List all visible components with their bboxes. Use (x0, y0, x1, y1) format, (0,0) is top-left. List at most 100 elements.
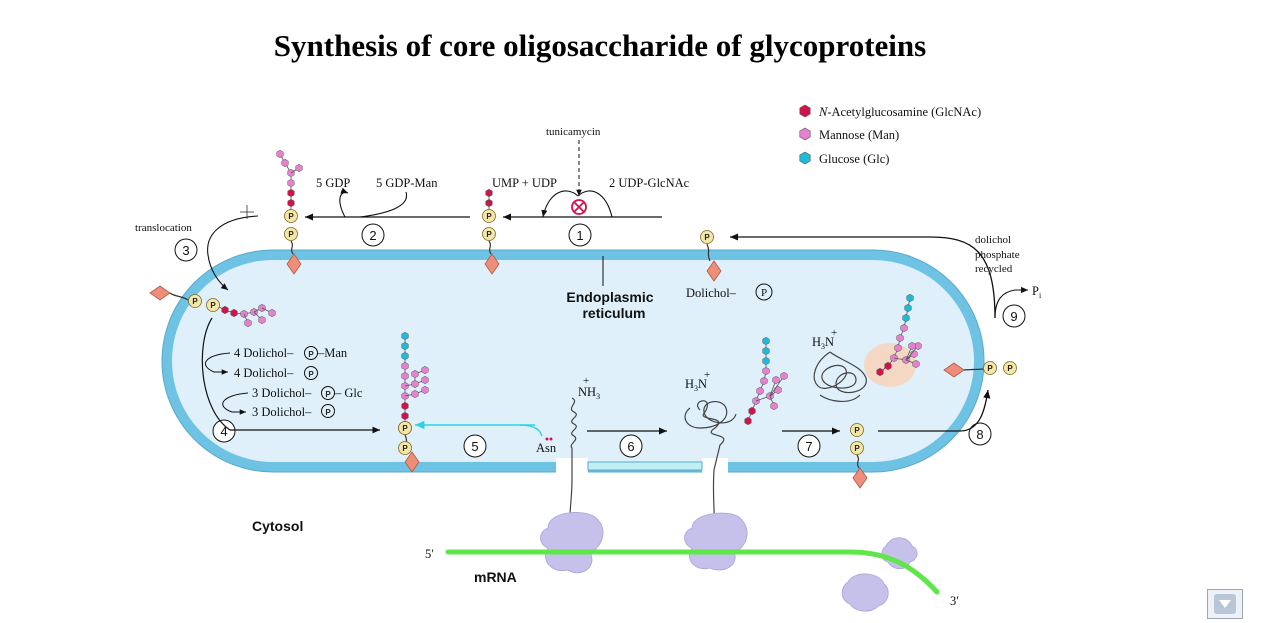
flip-marker-icon (240, 205, 254, 219)
dolichol-released-phosphate-2 (850, 441, 864, 455)
nascent-chain-1 (568, 397, 577, 541)
legend-label-mannose: Mannose (Man) (819, 128, 899, 142)
glucose-hexagon-icon (799, 151, 811, 165)
svg-text:N-Acetylglucosamine (GlcNAc): N-Acetylglucosamine (GlcNAc) (818, 105, 981, 119)
released-phosphate-2-label: P (1007, 364, 1013, 373)
glucose-unit (401, 331, 409, 341)
svg-text:H3N: H3N (812, 335, 834, 351)
mannose-unit (894, 343, 902, 353)
flipped-phosphate-2 (206, 298, 220, 312)
glucose-unit (762, 336, 770, 346)
step4-reactions: 4 Dolichol– P –Man 4 Dolichol– P 3 Dolic… (201, 317, 380, 434)
mannose-unit (910, 349, 918, 359)
mrna-strand (445, 549, 940, 595)
svg-text:H3N: H3N (685, 377, 707, 393)
ump-udp-label: UMP + UDP (492, 176, 557, 190)
dol-man-p2 (304, 366, 318, 380)
legend-item-glucose: Glucose (Glc) (799, 151, 889, 166)
glucose-unit (904, 303, 912, 313)
svg-text:4: 4 (220, 424, 227, 439)
mannose-unit (774, 385, 782, 395)
step-3-marker: 3 (174, 238, 198, 262)
legend-italic-n: N (818, 105, 828, 119)
cytosolic-reactions: tunicamycin UMP + UDP 2 UDP-GlcNAc 5 GDP… (135, 126, 1042, 319)
svg-text:+: + (583, 375, 589, 387)
mannose-unit (896, 333, 904, 343)
svg-text:P: P (308, 350, 314, 359)
released-tail (963, 368, 984, 371)
recycle-arrow (730, 233, 996, 319)
glcnac-unit (401, 411, 409, 421)
ribosome-2 (684, 512, 748, 571)
asn-label: Asn (536, 441, 557, 455)
page-title: Synthesis of core oligosaccharide of gly… (273, 28, 927, 63)
dolichol-released-phosphate-2-label: P (854, 444, 860, 453)
glcnac-unit (876, 367, 884, 377)
step-4-marker: 4 (212, 419, 236, 443)
mannose-unit (258, 315, 266, 325)
glcnac-unit (287, 188, 295, 198)
step-9-marker: 9 (1002, 304, 1026, 328)
step-1-marker: 1 (568, 223, 592, 247)
tunicamycin-label: tunicamycin (546, 126, 601, 138)
svg-text:NH3: NH3 (578, 385, 600, 401)
glcnac-unit (884, 361, 892, 371)
chevron-down-icon (1214, 594, 1236, 614)
ribosome-1 (540, 512, 604, 574)
mannose-unit (900, 323, 908, 333)
dolichol-full-phosphate-1-label: P (402, 424, 408, 433)
glucose-unit (906, 293, 914, 303)
oligosaccharide-chains: PPPPPPPPPPPPPP (149, 149, 1017, 489)
mannose-unit (411, 389, 419, 399)
dolichol-step2-anchor (286, 253, 302, 275)
dolichol-step2-phosphate-2 (284, 227, 298, 241)
dol-glc-2: 3 Dolichol– (252, 405, 312, 419)
released-phosphate-1-label: P (987, 364, 993, 373)
mannose-unit (760, 376, 768, 386)
folded-protein-mid (684, 401, 737, 429)
dolichol-full-phosphate-2 (398, 441, 412, 455)
dolichol-released-phosphate-1 (850, 423, 864, 437)
step-2-marker: 2 (361, 223, 385, 247)
scroll-down-button[interactable] (1207, 589, 1243, 619)
polypeptides (568, 351, 867, 541)
translocation-arrow (207, 215, 259, 291)
dolichol-step1-phosphate-1-label: P (486, 212, 492, 221)
dolichol-step1-tail (488, 240, 492, 255)
legend-item-glcnac: N-Acetylglucosamine (GlcNAc) (799, 104, 981, 119)
gdp-man-curve (359, 191, 408, 218)
step-7-marker: 7 (797, 434, 821, 458)
mannose-unit (244, 318, 252, 328)
flipped-phosphate-1-label: P (192, 297, 198, 306)
glucose-unit (902, 313, 910, 323)
dolichol-step2-phosphate-2-label: P (288, 230, 294, 239)
pi-subscript: i (1039, 291, 1042, 300)
cytosol-label: Cytosol (252, 518, 303, 534)
mannose-unit (411, 379, 419, 389)
ribosomes (540, 512, 918, 612)
mrna-label: mRNA (474, 569, 517, 585)
dolichol-released-tail (856, 454, 860, 469)
glcnac-unit (287, 198, 295, 208)
mannose-unit (295, 163, 303, 173)
glcnac-unit (401, 401, 409, 411)
ribosome-4 (841, 573, 889, 612)
er-labels: Endoplasmic reticulum Dolichol– P (566, 256, 773, 321)
amino-labels: + NH3 H3N + H3N + Asn (536, 327, 837, 455)
glycosidic-bond (769, 375, 785, 397)
udp-glcnac-label: 2 UDP-GlcNAc (609, 176, 690, 190)
folded-protein (813, 351, 867, 402)
glcnac-unit (744, 416, 752, 426)
flipped-tail (169, 292, 189, 301)
dolichol-recycled-anchor (706, 260, 722, 282)
dol-glc-1b: – Glc (334, 386, 363, 400)
dolichol-full-phosphate-2-label: P (402, 444, 408, 453)
step4-arrow (201, 317, 380, 434)
dolichol-p-circle (755, 283, 773, 301)
dol-man-1b: –Man (317, 346, 348, 360)
gdp-curve (339, 187, 349, 218)
dol-man-2: 4 Dolichol– (234, 366, 294, 380)
mrna-3prime-label: 3′ (950, 594, 959, 608)
dolichol-released-anchor (852, 467, 868, 489)
dolichol-p-label: Dolichol– (686, 286, 737, 300)
